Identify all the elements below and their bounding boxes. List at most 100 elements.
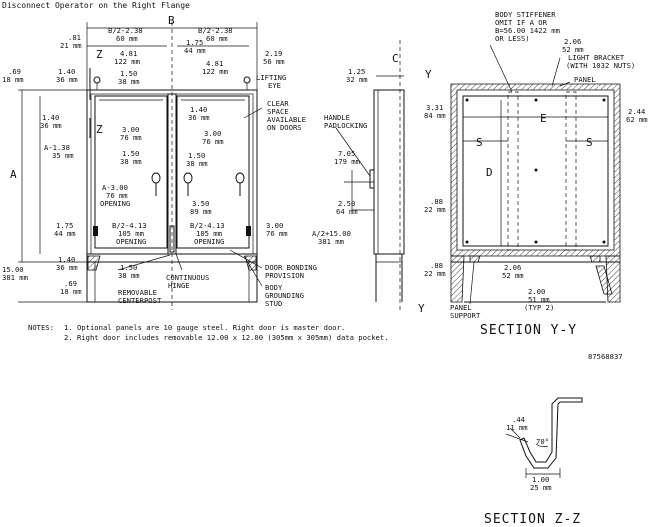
front-view-d175-top-mm-text: 44 mm	[184, 46, 206, 55]
front-view-b2-413-left-op-text: OPENING	[116, 237, 146, 246]
section-zz	[505, 397, 583, 478]
side-view-d125-text: 1.25	[348, 67, 365, 76]
front-view-continuous-1-text: CONTINUOUS	[166, 273, 209, 282]
front-view-body-grounding-3-text: STUD	[265, 299, 282, 308]
dim-s-right: S	[586, 136, 593, 149]
note-2: 2. Right door includes removable 12.00 x…	[64, 333, 389, 342]
section-yy-panel-support-2-text: SUPPORT	[450, 311, 481, 320]
right-door-handle	[235, 172, 245, 196]
front-view-d219-text: 2.19	[265, 49, 282, 58]
drawing-title: Disconnect Operator on the Right Flange	[2, 1, 190, 10]
section-yy-d331-mm-text: 84 mm	[424, 111, 446, 120]
front-view-d300-bot-mm-text: 76 mm	[266, 229, 288, 238]
front-view-d300-bot-text: 3.00	[266, 221, 283, 230]
front-view-body-grounding-1-text: BODY	[265, 283, 283, 292]
side-view-d705-text: 7.05	[338, 149, 355, 158]
side-view-d125-mm-text: 32 mm	[346, 75, 368, 84]
dim-y-top: Y	[425, 68, 432, 81]
front-view-clear-space-3-text: AVAILABLE	[267, 115, 306, 124]
front-view-d69-top-mm-text: 18 mm	[2, 75, 24, 84]
front-view-d140-left-mm-text: 36 mm	[40, 121, 62, 130]
section-yy-stiffener-4-text: OR LESS)	[495, 34, 530, 43]
notes-label: NOTES:	[28, 323, 54, 332]
section-zz-d44-mm-text: 11 mm	[506, 423, 528, 432]
section-yy-d88-top-text: .88	[430, 197, 443, 206]
front-view-d140-mid-mm-text: 36 mm	[188, 113, 210, 122]
note-1: 1. Optional panels are 10 gauge steel. R…	[64, 323, 345, 332]
front-view-d140-mid-text: 1.40	[190, 105, 207, 114]
front-view-continuous-2-text: HINGE	[168, 281, 190, 290]
section-yy-d88-bot-text: .88	[430, 261, 443, 270]
front-view-d350-text: 3.50	[192, 199, 209, 208]
front-view-d140-top-text: 1.40	[58, 67, 75, 76]
section-zz-angle-text: 70°	[536, 437, 549, 446]
front-view-d300-left-mm-text: 76 mm	[120, 133, 142, 142]
dim-a: A	[10, 168, 17, 181]
section-yy-d244-text: 2.44	[628, 107, 645, 116]
front-view-b2-238-left-mm-text: 60 mm	[116, 34, 138, 43]
front-view-d1500-mm-text: 381 mm	[2, 273, 28, 282]
front-view-clear-space-1-text: CLEAR	[267, 99, 289, 108]
dim-e: E	[540, 112, 547, 125]
front-view-b2-238-right-text: B/2-2.38	[198, 26, 233, 35]
front-view-door-bonding-2-text: PROVISION	[265, 271, 304, 280]
dim-z-mid: Z	[96, 123, 103, 136]
section-yy-d200-text: 2.00	[528, 287, 545, 296]
dim-z-top: Z	[96, 48, 103, 61]
front-view-b2-238-left-text: B/2-2.38	[108, 26, 143, 35]
front-view-d175-top-text: 1.75	[186, 38, 203, 47]
front-view-a300-mm-text: 76 mm	[106, 191, 128, 200]
side-view-d250-text: 2.50	[338, 199, 355, 208]
dim-d: D	[486, 166, 493, 179]
section-yy	[450, 44, 621, 305]
front-view-door-bonding-1-text: DOOR BONDING	[265, 263, 317, 272]
side-view-d705-mm-text: 179 mm	[334, 157, 360, 166]
section-yy-typ2-text: (TYP 2)	[524, 303, 554, 312]
side-view-d250-mm-text: 64 mm	[336, 207, 358, 216]
section-yy-stiffener-2-text: OMIT IF A OR	[495, 18, 548, 27]
side-view-handle-2-text: PADLOCKING	[324, 121, 367, 130]
front-view-clear-space-4-text: ON DOORS	[267, 123, 302, 132]
front-view	[18, 22, 263, 310]
front-view-d140-bot-text: 1.40	[58, 255, 75, 264]
section-yy-d88-bot-mm-text: 22 mm	[424, 269, 446, 278]
front-view-b2-413-left-mm-text: 105 mm	[118, 229, 144, 238]
front-view-b2-413-right-op-text: OPENING	[194, 237, 224, 246]
section-yy-light-bracket-2-text: (WITH 1032 NUTS)	[566, 61, 635, 70]
section-yy-panel-text: PANEL	[574, 75, 596, 84]
front-view-d140-bot-mm-text: 36 mm	[56, 263, 78, 272]
front-view-b2-413-left-text: B/2-4.13	[112, 221, 147, 230]
side-body	[373, 89, 405, 255]
front-view-top-left-81-text: .81	[68, 33, 81, 42]
dim-s-left: S	[476, 136, 483, 149]
front-view-d150-bot-text: 1.50	[120, 263, 137, 272]
section-yy-d88-top-mm-text: 22 mm	[424, 205, 446, 214]
section-yy-d206-top-mm-text: 52 mm	[562, 45, 584, 54]
left-door	[94, 95, 168, 249]
front-view-d69-bot-text: .69	[64, 279, 77, 288]
front-view-d150-top-mm-text: 38 mm	[118, 77, 140, 86]
section-yy-d244-mm-text: 62 mm	[626, 115, 648, 124]
section-yy-d331-text: 3.31	[426, 103, 443, 112]
section-yy-stiffener-3-text: B=56.00 1422 mm	[495, 26, 560, 35]
dim-b: B	[168, 14, 175, 27]
drawing-number: 87568837	[588, 352, 623, 361]
section-yy-label: SECTION Y-Y	[480, 323, 577, 338]
section-yy-d200-mm-text: 51 mm	[528, 295, 550, 304]
front-view-body-grounding-2-text: GROUNDING	[265, 291, 304, 300]
section-zz-label: SECTION Z-Z	[484, 512, 581, 527]
section-zz-d44-text: .44	[512, 415, 525, 424]
front-view-removable-1-text: REMOVABLE	[118, 288, 157, 297]
front-view-a300-text: A-3.00	[102, 183, 128, 192]
side-view	[335, 40, 405, 310]
dim-c: C	[392, 52, 399, 65]
front-view-d1500-text: 15.00	[2, 265, 24, 274]
front-view-d150-left-text: 1.50	[122, 149, 139, 158]
left-door-handle	[151, 172, 161, 196]
front-view-lifting-eye-1-text: LIFTING	[256, 73, 286, 82]
front-view-d175-bot-text: 1.75	[56, 221, 73, 230]
section-zz-d100-mm-text: 25 mm	[530, 483, 552, 492]
front-view-d69-top-text: .69	[8, 67, 21, 76]
front-view-d150-bot-mm-text: 38 mm	[118, 271, 140, 280]
